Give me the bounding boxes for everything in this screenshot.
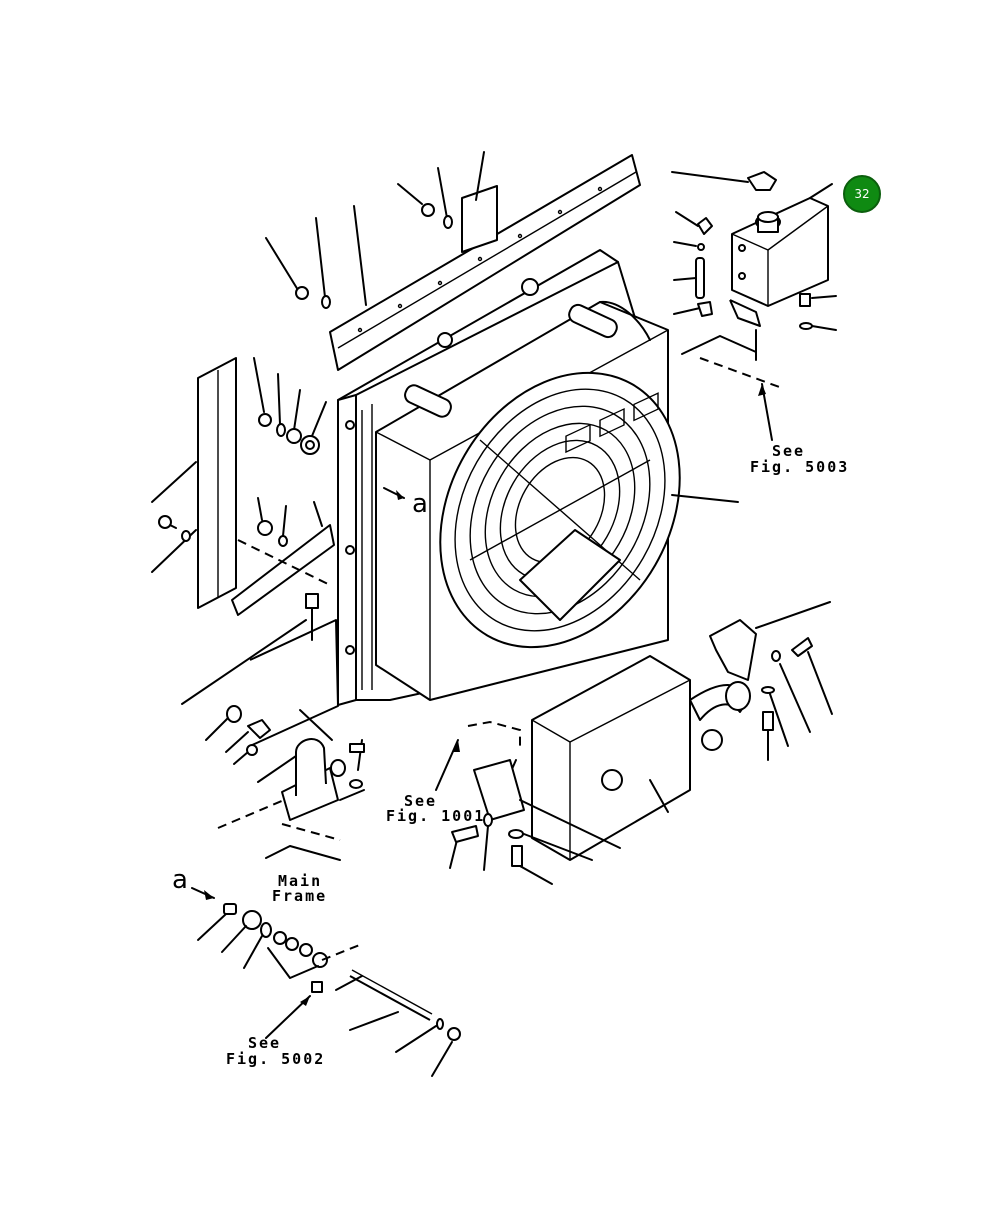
see-5002-line1: See — [248, 1034, 281, 1052]
see-fig-5003-label: See Fig. 5003 — [750, 442, 849, 476]
reservoir-hardware — [671, 171, 837, 441]
left-side-panel — [151, 357, 335, 616]
reservoir-tank — [729, 183, 833, 327]
ref-a-lower: a — [172, 865, 188, 895]
leader-fan — [671, 494, 739, 503]
see-fig-1001-label: See Fig. 1001 — [386, 792, 485, 825]
ref-a-upper: a — [412, 489, 428, 519]
main-frame-line1: Main — [278, 872, 322, 890]
see-1001-line1: See — [404, 792, 437, 810]
radiator-pipes — [404, 300, 651, 418]
top-rail-bracket — [329, 154, 641, 371]
see-fig-5002-label: See Fig. 5002 — [226, 1034, 325, 1068]
main-frame-label: Main Frame — [272, 872, 327, 905]
main-frame-line2: Frame — [272, 887, 327, 905]
rod-assembly — [191, 887, 461, 1077]
callout-number-badge[interactable]: 32 — [843, 175, 881, 213]
mount-bracket — [217, 709, 365, 861]
left-hardware — [158, 357, 327, 547]
see-5003-line2: Fig. 5003 — [750, 458, 849, 476]
top-bolts — [265, 151, 485, 309]
mount-hardware — [205, 705, 271, 765]
ref-a-upper-arrow — [383, 487, 405, 500]
lower-left-bracket — [181, 593, 339, 747]
rail-plate — [461, 185, 498, 253]
aftercooler-hardware — [435, 637, 833, 885]
aftercooler-bracket — [709, 601, 831, 681]
see-5003-line1: See — [772, 442, 805, 460]
aftercooler — [531, 392, 751, 861]
see-5002-line2: Fig. 5002 — [226, 1050, 325, 1068]
fan-guard — [439, 371, 681, 649]
see-1001-line2: Fig. 1001 — [386, 807, 485, 825]
